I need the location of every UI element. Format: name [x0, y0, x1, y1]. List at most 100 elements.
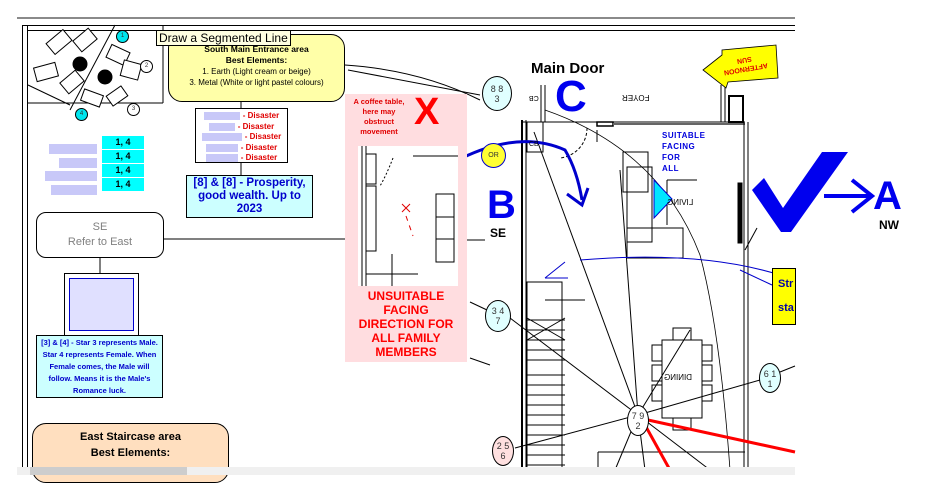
suitable-line: ALL: [662, 164, 680, 173]
disaster-label: - Disaster: [244, 132, 282, 141]
direction-label-se: SE: [490, 226, 507, 240]
redacted-text: [205, 154, 238, 163]
disaster-row: - Disaster: [196, 143, 287, 154]
unsuitable-note: UNSUITABLE FACING DIRECTION FOR ALL FAMI…: [358, 289, 454, 359]
disaster-row: - Disaster: [196, 132, 287, 143]
prosperity-note[interactable]: [8] & [8] - Prosperity, good wealth. Up …: [186, 175, 313, 218]
number-cell: 1, 4: [102, 178, 144, 191]
star-bubble-line: 7: [495, 316, 501, 326]
living-direction-triangle: [653, 178, 673, 220]
star-bubble-line: 1: [767, 379, 773, 389]
desk-bubble[interactable]: 4: [75, 108, 88, 121]
suitable-line: FOR: [662, 153, 681, 162]
living-label: LIVING: [667, 198, 694, 207]
south-entrance-title: South Main Entrance area: [204, 44, 309, 54]
star-bubble-line: 2: [635, 421, 641, 431]
horizontal-scrollbar-thumb[interactable]: [30, 467, 187, 475]
east-staircase-subtitle: Best Elements:: [90, 447, 171, 459]
star-bubble-line: 3: [494, 94, 500, 104]
redacted-text: [203, 112, 240, 121]
plan-snippet-image: [358, 146, 458, 286]
direction-letter-a: A: [873, 174, 902, 218]
direction-letter-c: C: [555, 72, 587, 121]
main-door-label: Main Door: [531, 60, 605, 77]
suitable-note: SUITABLE FACING FOR ALL: [662, 130, 705, 174]
disaster-label: - Disaster: [237, 121, 275, 131]
disaster-label: - Disaster: [240, 142, 278, 152]
star-bubble-line: 7 9: [631, 411, 645, 421]
chair-icon: [97, 69, 113, 85]
redacted-text: [201, 133, 242, 142]
south-entrance-subtitle: Best Elements:: [225, 55, 288, 65]
number-table: 1, 4 1, 4 1, 4 1, 4: [102, 136, 144, 192]
redacted-text: [49, 144, 97, 154]
desk-cluster: [27, 24, 164, 111]
page-border-inner: [27, 25, 28, 467]
se-box-subtitle: Refer to East: [67, 236, 133, 248]
star-bubble-line: 3 4: [491, 306, 505, 316]
disaster-label: - Disaster: [242, 111, 280, 120]
number-cell: 1, 4: [102, 150, 144, 163]
disaster-row: - Disaster: [196, 122, 287, 133]
page-border-top: [22, 25, 795, 26]
number-cell: 1, 4: [102, 136, 144, 149]
toolbar-divider: [17, 17, 795, 19]
se-box-title: SE: [92, 221, 108, 233]
plan-snippet-lines: [361, 146, 458, 286]
desk-bubble[interactable]: 2: [140, 60, 153, 73]
disaster-label: - Disaster: [240, 153, 278, 162]
cb-label: CB: [529, 94, 539, 101]
chair-icon: [72, 56, 88, 72]
desk-bubble[interactable]: 3: [127, 103, 140, 116]
redacted-text: [205, 143, 238, 152]
direction-label-nw: NW: [879, 218, 899, 232]
arrow-right-icon: [824, 178, 876, 214]
east-staircase-title: East Staircase area: [80, 431, 181, 443]
se-box[interactable]: SE Refer to East: [36, 212, 164, 258]
yellow-note-line: sta: [778, 302, 794, 314]
page-border-top-inner: [27, 30, 795, 31]
direction-letter-b: B: [487, 183, 516, 227]
coffee-table-note: A coffee table, here may obstruct moveme…: [353, 97, 405, 136]
page-border: [22, 25, 23, 467]
cb-label: CB: [529, 141, 539, 148]
desk-bubble[interactable]: 1: [116, 30, 129, 43]
number-cell: 1, 4: [102, 164, 144, 177]
horizontal-scrollbar[interactable]: [17, 467, 795, 475]
redacted-text: [208, 122, 235, 131]
south-entrance-box[interactable]: South Main Entrance area Best Elements: …: [168, 34, 345, 102]
romance-note[interactable]: [3] & [4] - Star 3 represents Male. Star…: [36, 335, 163, 398]
star-bubble-line: 6: [500, 451, 506, 461]
image-placeholder-inner: [69, 278, 134, 331]
disaster-row: - Disaster: [196, 153, 287, 164]
x-mark-icon: X: [414, 91, 440, 133]
image-placeholder[interactable]: [64, 273, 139, 336]
south-entrance-item: 1. Earth (Light cream or beige): [202, 67, 311, 76]
disaster-row: - Disaster: [196, 111, 287, 122]
stair-treads: [527, 319, 565, 466]
redacted-text: [59, 158, 97, 168]
star-bubble-line: 2 5: [496, 441, 510, 451]
star-bubble-line: 6 1: [763, 369, 777, 379]
red-lines: [643, 418, 796, 471]
south-entrance-item: 3. Metal (White or light pastel colours): [189, 78, 324, 87]
yellow-note-line: Str: [778, 278, 794, 290]
redacted-text: [51, 185, 97, 195]
disaster-list-box[interactable]: - Disaster - Disaster - Disaster - Disas…: [195, 108, 288, 163]
suitable-line: FACING: [662, 142, 696, 151]
yellow-note[interactable]: Str sta: [772, 268, 796, 325]
suitable-line: SUITABLE: [662, 131, 706, 140]
dining-label: DINING: [664, 373, 692, 382]
redacted-text: [45, 171, 97, 181]
checkmark-icon: [752, 152, 848, 232]
or-bubble[interactable]: OR: [481, 143, 506, 168]
star-bubble-line: 8 8: [490, 84, 504, 94]
afternoon-sun-arrow: [702, 44, 779, 89]
foyer-label: FOYER: [622, 93, 650, 102]
